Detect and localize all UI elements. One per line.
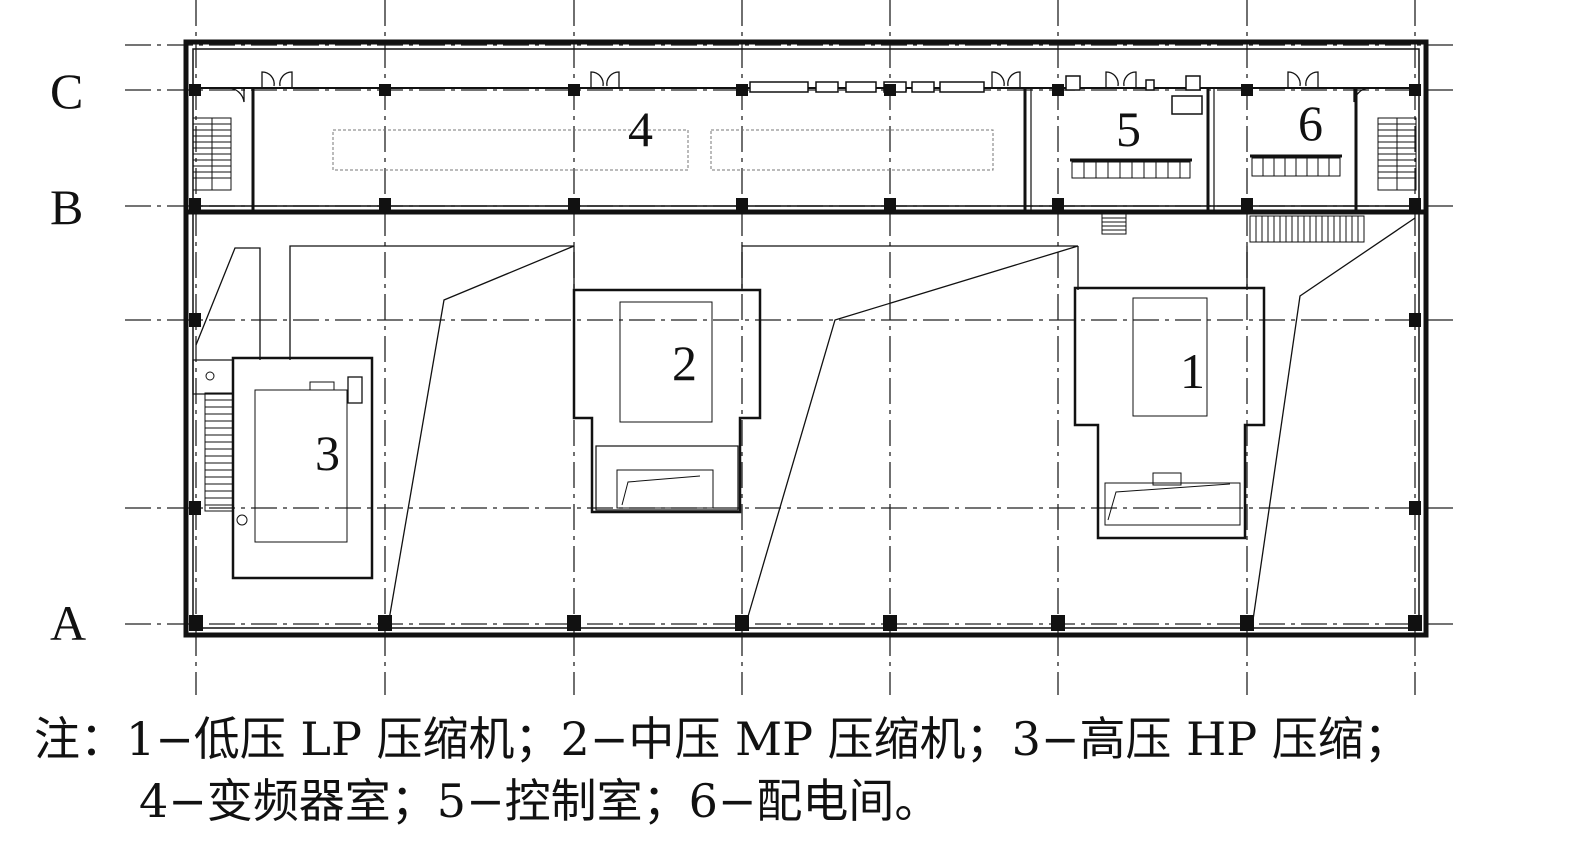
axis-label-c: C <box>50 63 83 119</box>
caption-line-2: 4−变频器室；5−控制室；6−配电间。 <box>139 774 941 828</box>
room5-console <box>1070 158 1192 179</box>
hall-outline <box>195 217 1416 621</box>
room-label-2: 2 <box>672 335 697 391</box>
axis-label-b: B <box>50 179 83 235</box>
stair-left-top <box>192 117 232 191</box>
room-label-4: 4 <box>628 101 653 157</box>
compressor-1-foundation <box>1073 286 1266 540</box>
small-stair-center <box>1101 213 1127 235</box>
columns <box>189 84 1422 631</box>
room-label-3: 3 <box>315 425 340 481</box>
caption-line-1: 注：1−低压 LP 压缩机；2−中压 MP 压缩机；3−高压 HP 压缩； <box>34 712 1410 766</box>
axis-label-a: A <box>50 595 86 651</box>
grid-lines <box>125 0 1455 695</box>
room-label-1: 1 <box>1180 343 1205 399</box>
compressor-2-foundation <box>572 288 762 514</box>
compressor-3-foundation <box>192 356 374 580</box>
room-label-6: 6 <box>1298 95 1323 151</box>
wall-axis-b <box>186 87 1426 215</box>
stair-hatch-right <box>1249 215 1365 243</box>
room-label-5: 5 <box>1116 101 1141 157</box>
stair-right-top <box>1377 117 1417 191</box>
doors <box>227 71 1371 103</box>
room4-cabinets <box>332 129 994 171</box>
caption: 注：1−低压 LP 压缩机；2−中压 MP 压缩机；3−高压 HP 压缩； 4−… <box>34 708 1564 832</box>
room6-panels <box>1250 154 1342 177</box>
floor-plan: C B A <box>50 0 1455 695</box>
outer-walls <box>183 39 1429 638</box>
stair-left-lower <box>204 392 234 512</box>
partitions <box>251 88 1358 212</box>
